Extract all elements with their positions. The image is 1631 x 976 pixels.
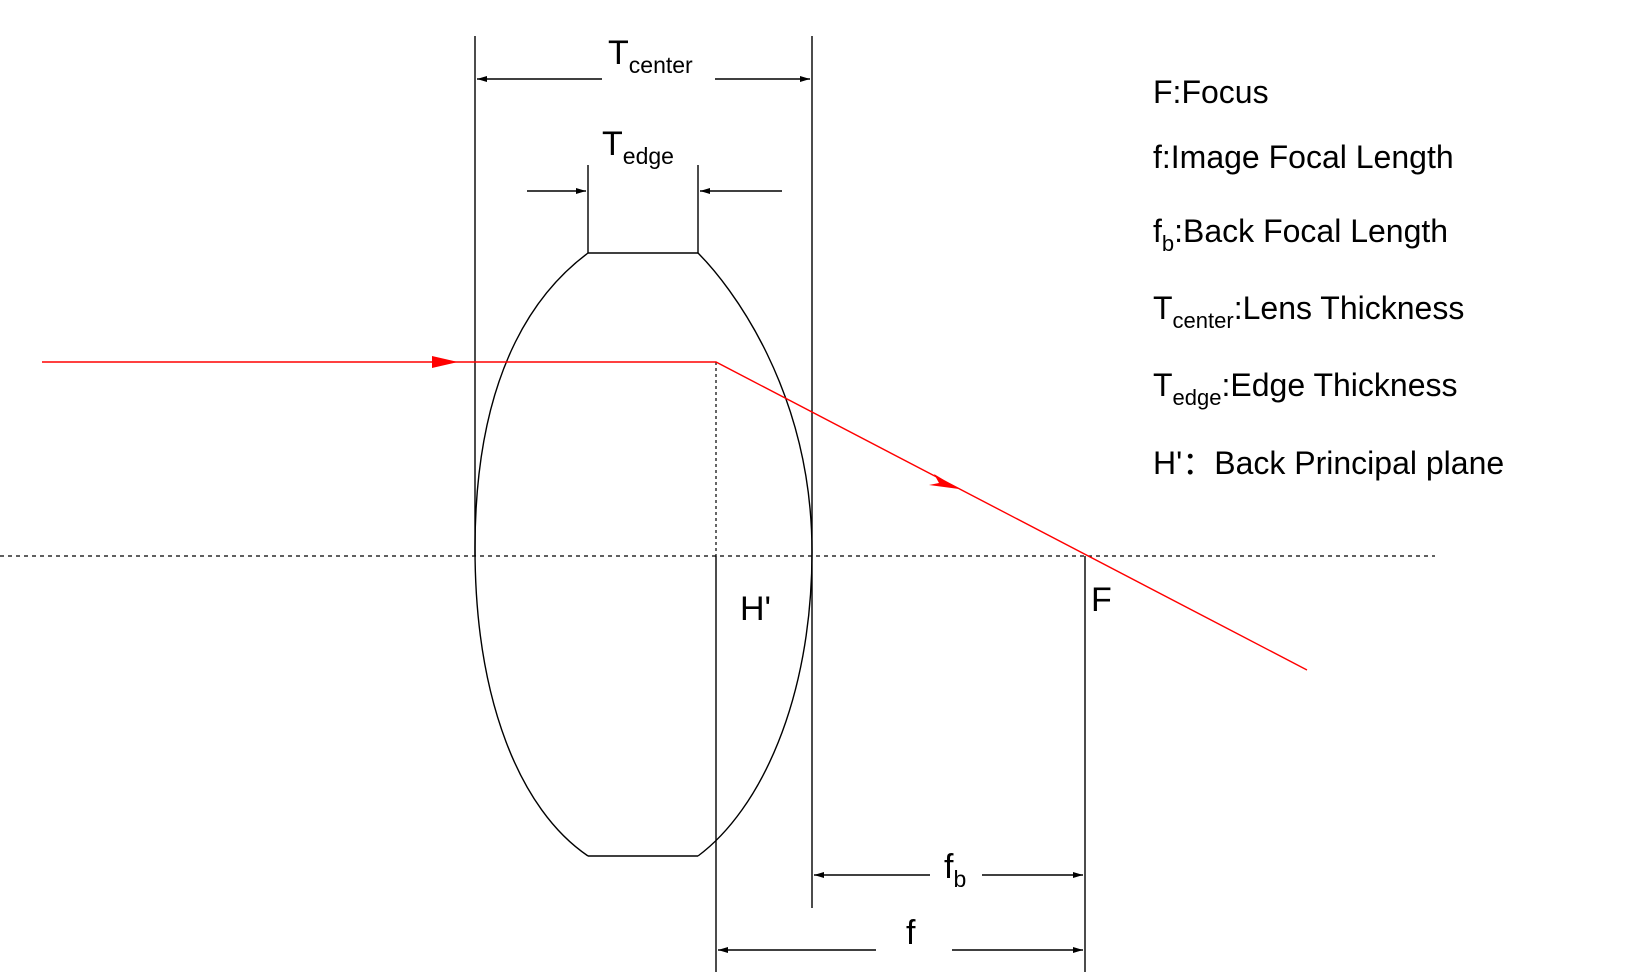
legend-symbol: T <box>1153 290 1173 326</box>
legend-description: :Image Focal Length <box>1162 139 1454 175</box>
legend-item: F:Focus <box>1153 74 1269 110</box>
legend-subscript: edge <box>1173 385 1222 410</box>
legend-item: Tcenter:Lens Thickness <box>1153 290 1464 333</box>
legend-symbol: T <box>1153 367 1173 403</box>
h-prime-label: H' <box>740 590 771 628</box>
f-label: f <box>906 914 916 952</box>
legend-description: ：Back Principal plane <box>1182 445 1504 481</box>
f-dimension: f <box>718 914 1083 953</box>
t-center-dimension: Tcenter <box>474 34 813 908</box>
ray-arrow-1 <box>432 356 458 368</box>
legend-subscript: center <box>1173 308 1234 333</box>
focus-label: F <box>1091 581 1112 619</box>
legend-symbol: f <box>1153 139 1162 175</box>
legend-description: :Lens Thickness <box>1234 290 1465 326</box>
ray-arrow-2 <box>929 474 959 489</box>
legend-description: :Back Focal Length <box>1174 213 1448 249</box>
legend-description: :Focus <box>1173 74 1269 110</box>
back-principal-plane: H' <box>715 362 771 972</box>
legend-symbol: f <box>1153 213 1162 249</box>
legend-item: f:Image Focal Length <box>1153 139 1454 175</box>
t-center-label: Tcenter <box>608 34 693 78</box>
t-edge-dimension: Tedge <box>527 125 782 253</box>
fb-dimension: fb <box>814 848 1083 892</box>
legend-item: Tedge:Edge Thickness <box>1153 367 1457 410</box>
fb-label: fb <box>944 848 966 892</box>
ray-path <box>42 361 1308 671</box>
legend-symbol: H' <box>1153 445 1182 481</box>
lens-left-surface <box>474 252 589 857</box>
legend-symbol: F <box>1153 74 1173 110</box>
legend-subscript: b <box>1162 231 1174 256</box>
legend-item: H'：Back Principal plane <box>1153 445 1504 481</box>
lens-right-surface <box>697 252 813 857</box>
legend-description: :Edge Thickness <box>1222 367 1458 403</box>
t-edge-label: Tedge <box>602 125 674 169</box>
legend-item: fb:Back Focal Length <box>1153 213 1448 256</box>
light-ray <box>42 356 1308 671</box>
lens <box>474 252 813 857</box>
